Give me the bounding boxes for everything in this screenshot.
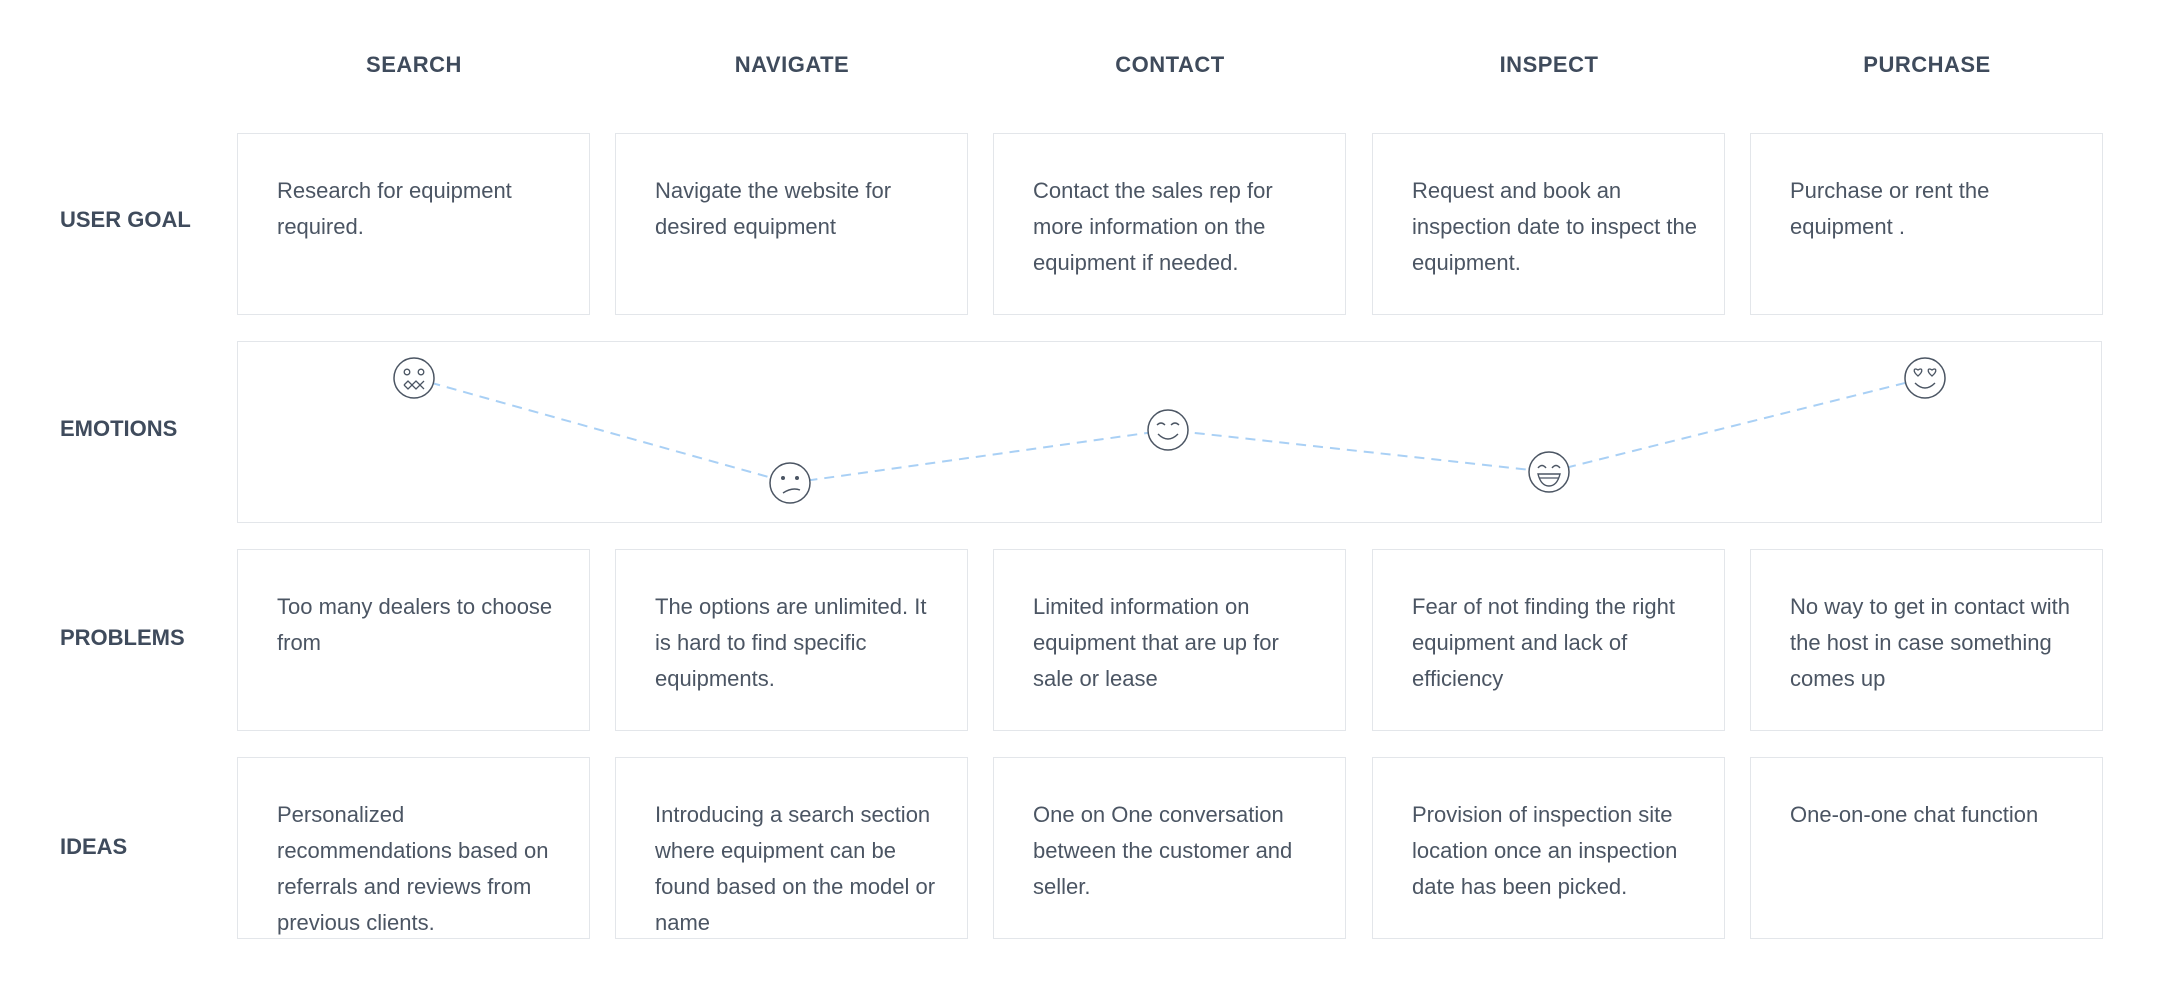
idea-text: One-on-one chat function (1790, 802, 2039, 827)
idea-card-purchase: One-on-one chat function (1750, 757, 2103, 939)
user-goal-card-inspect: Request and book an inspection date to i… (1372, 133, 1725, 315)
problem-text: Too many dealers to choose from (277, 594, 553, 655)
user-goal-text: Navigate the website for desired equipme… (655, 178, 892, 239)
user-goal-card-navigate: Navigate the website for desired equipme… (615, 133, 968, 315)
row-header-emotions: EMOTIONS (60, 416, 178, 441)
idea-text: Personalized recommendations based on re… (277, 802, 549, 935)
user-goal-text: Research for equipment required. (277, 178, 512, 239)
heart-eyes-face-icon (1904, 357, 1946, 399)
row-header-problems: PROBLEMS (60, 625, 185, 650)
user-goal-text: Request and book an inspection date to i… (1412, 178, 1697, 275)
grinning-face-icon (1528, 451, 1570, 493)
problem-card-inspect: Fear of not finding the right equipment … (1372, 549, 1725, 731)
confused-face-icon (769, 462, 811, 504)
user-goal-card-contact: Contact the sales rep for more informati… (993, 133, 1346, 315)
user-goal-card-purchase: Purchase or rent the equipment . (1750, 133, 2103, 315)
content-face-icon (1147, 409, 1189, 451)
idea-card-search: Personalized recommendations based on re… (237, 757, 590, 939)
user-goal-text: Purchase or rent the equipment . (1790, 178, 1990, 239)
stage-header-navigate: NAVIGATE (734, 52, 850, 77)
user-goal-card-search: Research for equipment required. (237, 133, 590, 315)
problem-text: Limited information on equipment that ar… (1033, 594, 1279, 691)
user-goal-text: Contact the sales rep for more informati… (1033, 178, 1273, 275)
emotions-band (237, 341, 2102, 523)
problem-text: The options are unlimited. It is hard to… (655, 594, 927, 691)
idea-text: Introducing a search section where equip… (655, 802, 936, 935)
problem-card-contact: Limited information on equipment that ar… (993, 549, 1346, 731)
idea-text: One on One conversation between the cust… (1033, 802, 1293, 899)
row-header-user-goal: USER GOAL (60, 207, 191, 232)
problem-text: No way to get in contact with the host i… (1790, 594, 2071, 691)
problem-text: Fear of not finding the right equipment … (1412, 594, 1675, 691)
problem-card-navigate: The options are unlimited. It is hard to… (615, 549, 968, 731)
idea-card-inspect: Provision of inspection site location on… (1372, 757, 1725, 939)
idea-text: Provision of inspection site location on… (1412, 802, 1678, 899)
stage-header-purchase: PURCHASE (1863, 52, 1991, 77)
row-header-ideas: IDEAS (60, 834, 128, 859)
stage-header-inspect: INSPECT (1499, 52, 1599, 77)
idea-card-contact: One on One conversation between the cust… (993, 757, 1346, 939)
idea-card-navigate: Introducing a search section where equip… (615, 757, 968, 939)
stage-header-contact: CONTACT (1115, 52, 1225, 77)
problem-card-search: Too many dealers to choose from (237, 549, 590, 731)
problem-card-purchase: No way to get in contact with the host i… (1750, 549, 2103, 731)
grimace-face-icon (393, 357, 435, 399)
stage-header-search: SEARCH (366, 52, 462, 77)
